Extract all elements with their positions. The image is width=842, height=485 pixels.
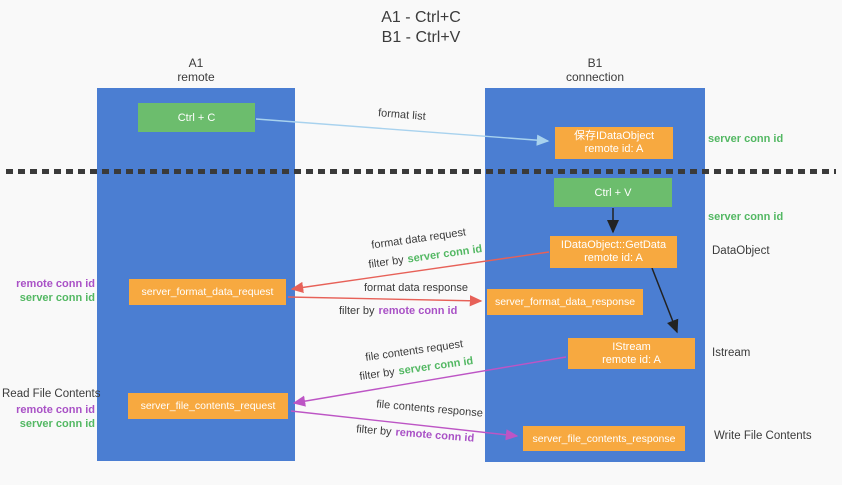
ctrl-c-box: Ctrl + C [138, 103, 255, 132]
filter-by-text-3: filter by [358, 366, 396, 383]
column-header-b1: B1 connection [485, 56, 705, 84]
server-file-contents-response-label: server_file_contents_response [532, 432, 676, 445]
save-dataobject-box: 保存IDataObject remote id: A [555, 127, 673, 159]
filter-by-text-2: filter by [339, 305, 375, 317]
save-dataobject-line1: 保存IDataObject [573, 130, 655, 142]
title-line-1: A1 - Ctrl+C [381, 9, 461, 26]
save-dataobject-line2: remote id: A [584, 143, 644, 155]
getdata-line2: remote id: A [584, 252, 643, 264]
server-format-data-request-label: server_format_data_request [141, 286, 274, 298]
filter-by-text-1: filter by [367, 254, 405, 271]
column-b1-subtitle: connection [565, 70, 625, 84]
format-list-label: format list [377, 107, 427, 123]
server-conn-id-label-mid: server conn id [708, 211, 784, 223]
column-a1-subtitle: remote [177, 70, 215, 84]
column-header-a1: A1 remote [97, 56, 295, 84]
server-format-data-response-box: server_format_data_response [487, 289, 643, 315]
column-b1-name: B1 [587, 56, 603, 70]
server-conn-id-label-top: server conn id [708, 133, 784, 145]
remote-conn-id-label-1: remote conn id [16, 278, 95, 290]
title-line-2: B1 - Ctrl+V [381, 29, 461, 46]
server-format-data-response-label: server_format_data_response [494, 296, 636, 308]
server-file-contents-response-box: server_file_contents_response [523, 426, 685, 451]
ctrl-c-label: Ctrl + C [177, 111, 216, 124]
session-divider-dotted-line [6, 169, 836, 174]
format-data-response-label: format data response [364, 282, 468, 294]
remote-conn-id-label-2: remote conn id [16, 404, 95, 416]
server-conn-id-label-1: server conn id [19, 292, 95, 304]
diagram-title: A1 - Ctrl+C B1 - Ctrl+V [0, 8, 842, 48]
server-file-contents-request-label: server_file_contents_request [140, 400, 276, 412]
istream-side-label: Istream [712, 347, 751, 359]
column-a1-name: A1 [188, 56, 204, 70]
server-file-contents-request-box: server_file_contents_request [128, 393, 288, 419]
server-conn-id-label-2: server conn id [19, 418, 95, 430]
istream-box: IStream remote id: A [568, 338, 695, 369]
remote-conn-id-filter-2: remote conn id [395, 426, 475, 445]
istream-line1: IStream [612, 340, 651, 353]
write-file-contents-label: Write File Contents [714, 430, 812, 442]
filter-by-text-4: filter by [355, 423, 393, 439]
ctrl-v-box: Ctrl + V [554, 178, 672, 207]
ctrl-v-label: Ctrl + V [594, 186, 632, 199]
server-format-data-request-box: server_format_data_request [129, 279, 286, 305]
remote-conn-id-filter-1: remote conn id [378, 305, 458, 317]
getdata-box: IDataObject::GetData remote id: A [550, 236, 677, 268]
server-conn-id-filter-2: server conn id [397, 355, 474, 378]
istream-line2: remote id: A [602, 353, 661, 366]
server-conn-id-filter-1: server conn id [406, 243, 483, 266]
dataobject-label: DataObject [712, 245, 770, 257]
file-contents-response-label: file contents response [375, 398, 484, 420]
getdata-line1: IDataObject::GetData [560, 239, 667, 251]
arrow-format-data-response [287, 295, 483, 307]
read-file-contents-label: Read File Contents [2, 388, 101, 400]
